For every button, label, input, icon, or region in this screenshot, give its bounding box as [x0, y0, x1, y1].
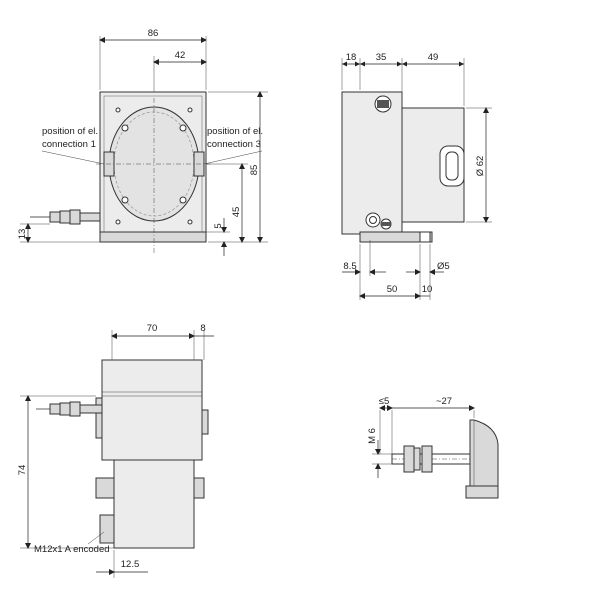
dim-70: 70 [147, 323, 158, 334]
top-drum-housing [113, 459, 195, 549]
dim-diameter-5: Ø5 [437, 261, 450, 272]
label-connection-1-line1: position of el. [42, 126, 98, 137]
label-connection-1-line2: connection 1 [42, 139, 96, 150]
dim-74: 74 [17, 465, 28, 476]
front-view: 86 42 85 45 5 13 position of el. connect… [17, 28, 268, 256]
dim-left-13: 13 [17, 229, 28, 240]
side-base-plate [359, 231, 433, 243]
dim-50: 50 [387, 284, 398, 295]
cable-gland [30, 209, 101, 225]
nut-icon [403, 445, 415, 473]
side-socket-top-icon [374, 95, 392, 113]
screw-icon [179, 196, 187, 204]
screw-icon [179, 124, 187, 132]
dim-approx-27: ~27 [436, 396, 452, 407]
side-housing [341, 91, 403, 235]
dim-m6: M 6 [367, 428, 378, 444]
dim-35: 35 [376, 52, 387, 63]
dim-le-5: ≤5 [379, 396, 390, 407]
label-connector: M12x1 A encoded [34, 544, 110, 555]
top-view: 70 8 74 M12x1 A encoded 12.5 [17, 323, 214, 578]
nut-icon [421, 445, 433, 473]
screw-icon [121, 196, 129, 204]
dim-10: 10 [422, 284, 433, 295]
label-connection-3-line2: connection 3 [207, 139, 261, 150]
label-connection-3-line1: position of el. [207, 126, 263, 137]
top-cable-gland [36, 401, 103, 417]
front-base-plate [99, 231, 207, 243]
dim-18: 18 [346, 52, 357, 63]
dim-8-5: 8.5 [343, 261, 356, 272]
dim-height-connection: 45 [231, 207, 242, 218]
m12-connector [99, 514, 115, 544]
dim-diameter-62: Ø 62 [475, 156, 486, 177]
screw-icon [121, 124, 129, 132]
dim-8: 8 [200, 323, 205, 334]
side-socket-bottom-icon [365, 212, 392, 230]
dim-width-center: 42 [175, 50, 186, 61]
dim-height-total: 85 [249, 165, 260, 176]
dim-12-5: 12.5 [121, 559, 140, 570]
dim-49: 49 [428, 52, 439, 63]
detail-view: ≤5 ~27 M 6 [367, 396, 499, 499]
dim-width-total: 86 [148, 28, 159, 39]
dim-offset-5: 5 [213, 223, 224, 228]
top-housing [101, 359, 203, 461]
side-view: 18 35 49 Ø 62 8.5 Ø5 50 10 [341, 52, 492, 300]
